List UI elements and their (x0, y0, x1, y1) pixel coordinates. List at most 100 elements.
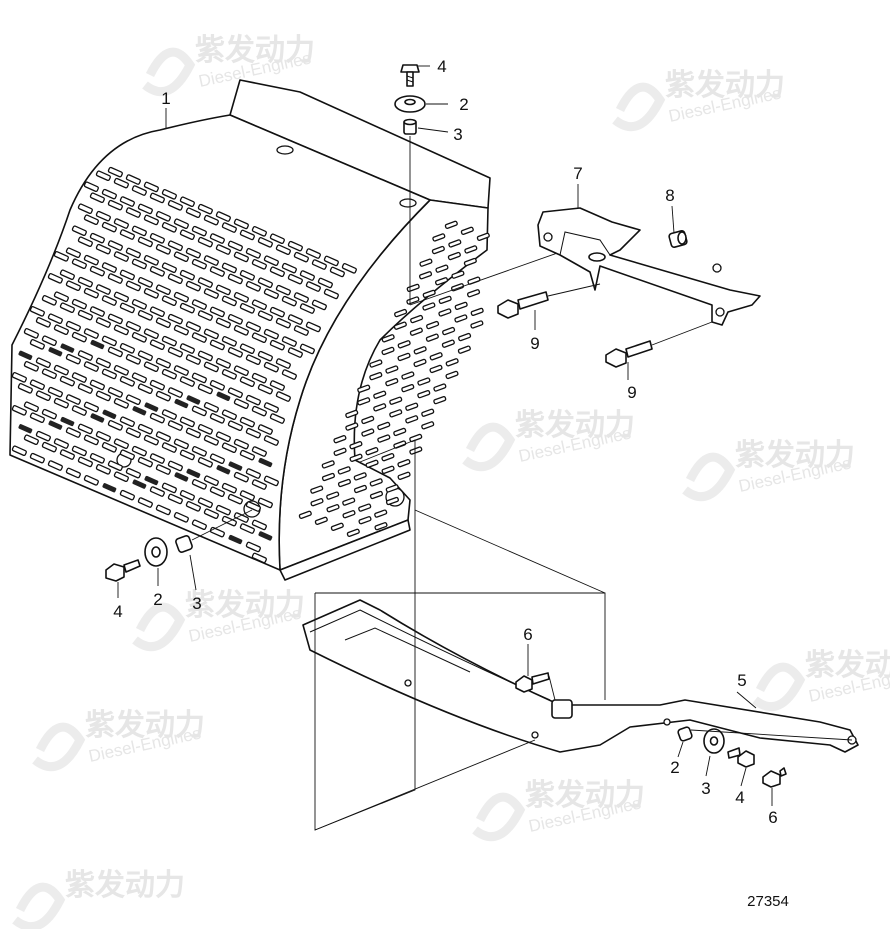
drawing-number: 27354 (747, 893, 789, 910)
perforation-slot (65, 394, 81, 405)
callout-4: 4 (437, 57, 446, 76)
perforation-slot (361, 428, 375, 437)
perforation-slot (438, 308, 452, 317)
perforation-slot (216, 391, 231, 401)
perforation-slot (185, 501, 201, 512)
perforation-slot (179, 416, 195, 428)
perforation-slot (174, 398, 189, 409)
perforation-slot (209, 453, 225, 465)
perforation-slot (173, 291, 189, 303)
perforation-slot (47, 460, 63, 471)
perforation-slot (161, 409, 177, 420)
mounting-hole (276, 145, 294, 155)
callout-3: 3 (701, 779, 710, 798)
perforation-slot (281, 262, 297, 274)
perforation-slot (113, 218, 129, 229)
perforation-slot (311, 299, 327, 311)
perforation-slot (48, 347, 63, 357)
perforation-slot (215, 244, 231, 255)
perforation-slot (95, 464, 111, 475)
perforation-slot (454, 314, 468, 323)
perforation-slot (137, 203, 153, 215)
perforation-slot (17, 383, 33, 394)
perforation-slot (227, 240, 243, 252)
perforation-slot (373, 403, 387, 412)
spacer-icon (677, 726, 693, 742)
perforation-slot (59, 269, 75, 281)
perforation-slot (401, 383, 415, 393)
perforation-slot (90, 339, 105, 350)
perforation-slot (431, 245, 445, 255)
perforation-slot (161, 189, 177, 200)
perforation-slot (397, 340, 411, 349)
perforation-slot (369, 478, 383, 487)
perforation-slot (476, 232, 490, 241)
perforation-slot (422, 289, 436, 299)
perforation-slot (125, 427, 141, 439)
perforation-slot (23, 434, 39, 446)
perforation-slot (385, 496, 399, 506)
washer-icon (703, 728, 725, 754)
perforation-slot (215, 284, 231, 296)
perforation-slot (41, 295, 57, 306)
perforation-slot (373, 390, 387, 399)
perforation-slot (365, 459, 379, 468)
perforation-slot (179, 196, 195, 208)
perforation-slot (227, 387, 243, 399)
perforation-slot (113, 471, 129, 483)
perforation-slot (144, 475, 159, 486)
lower-bracket (302, 599, 859, 753)
perforation-slot (233, 438, 249, 450)
perforation-slot (155, 244, 171, 255)
perforation-slot (191, 372, 207, 384)
perforation-slot (59, 375, 75, 387)
perforation-slot (173, 251, 189, 263)
perforation-slot (323, 255, 339, 267)
perforation-slot (102, 483, 117, 493)
perforation-slot (131, 299, 147, 310)
perforation-slot (11, 372, 27, 383)
perforation-slot (167, 313, 183, 325)
perforation-slot (83, 401, 99, 413)
mounting-hole (399, 198, 417, 208)
perforation-slot (251, 332, 267, 344)
perforation-slot (397, 352, 411, 362)
perforation-slot (209, 526, 225, 538)
perforation-slot (251, 226, 267, 237)
perforation-slot (35, 390, 51, 402)
perforation-slot (239, 449, 255, 461)
perforation-slot (337, 466, 351, 475)
perforation-slot (101, 295, 117, 306)
perforation-slot (333, 447, 347, 456)
perforation-slot (409, 327, 423, 336)
perforation-slot (167, 420, 183, 431)
perforation-slot (209, 380, 225, 391)
perforation-slot (233, 471, 249, 483)
perforation-slot (361, 415, 375, 425)
perforation-slot (310, 498, 324, 507)
callout-3: 3 (453, 125, 462, 144)
perforation-slot (35, 430, 51, 442)
perforation-slot (161, 442, 177, 453)
callout-labels: 1 4 2 3 7 8 9 9 4 2 3 6 5 2 3 4 6 (113, 57, 777, 827)
perforation-slot (451, 270, 465, 279)
svg-text:紫发动力: 紫发动力 (65, 868, 185, 903)
perforation-slot (119, 302, 135, 314)
perforation-slot (251, 519, 267, 531)
perforation-slot (149, 486, 165, 497)
watermark-logo: 紫发动力 Diesel-Engines (752, 648, 890, 712)
perforation-slot (65, 353, 81, 365)
perforation-slot (221, 336, 237, 347)
perforation-slot (83, 181, 99, 193)
callout-6: 6 (768, 808, 777, 827)
perforation-slot (342, 497, 356, 506)
perforation-slot (417, 377, 431, 386)
perforation-slot (77, 236, 93, 248)
perforation-slot (381, 334, 395, 343)
perforation-slot (251, 405, 267, 417)
perforation-slot (155, 504, 171, 516)
perforation-slot (258, 531, 273, 541)
perforation-slot (233, 218, 249, 230)
perforation-slot (132, 406, 147, 416)
